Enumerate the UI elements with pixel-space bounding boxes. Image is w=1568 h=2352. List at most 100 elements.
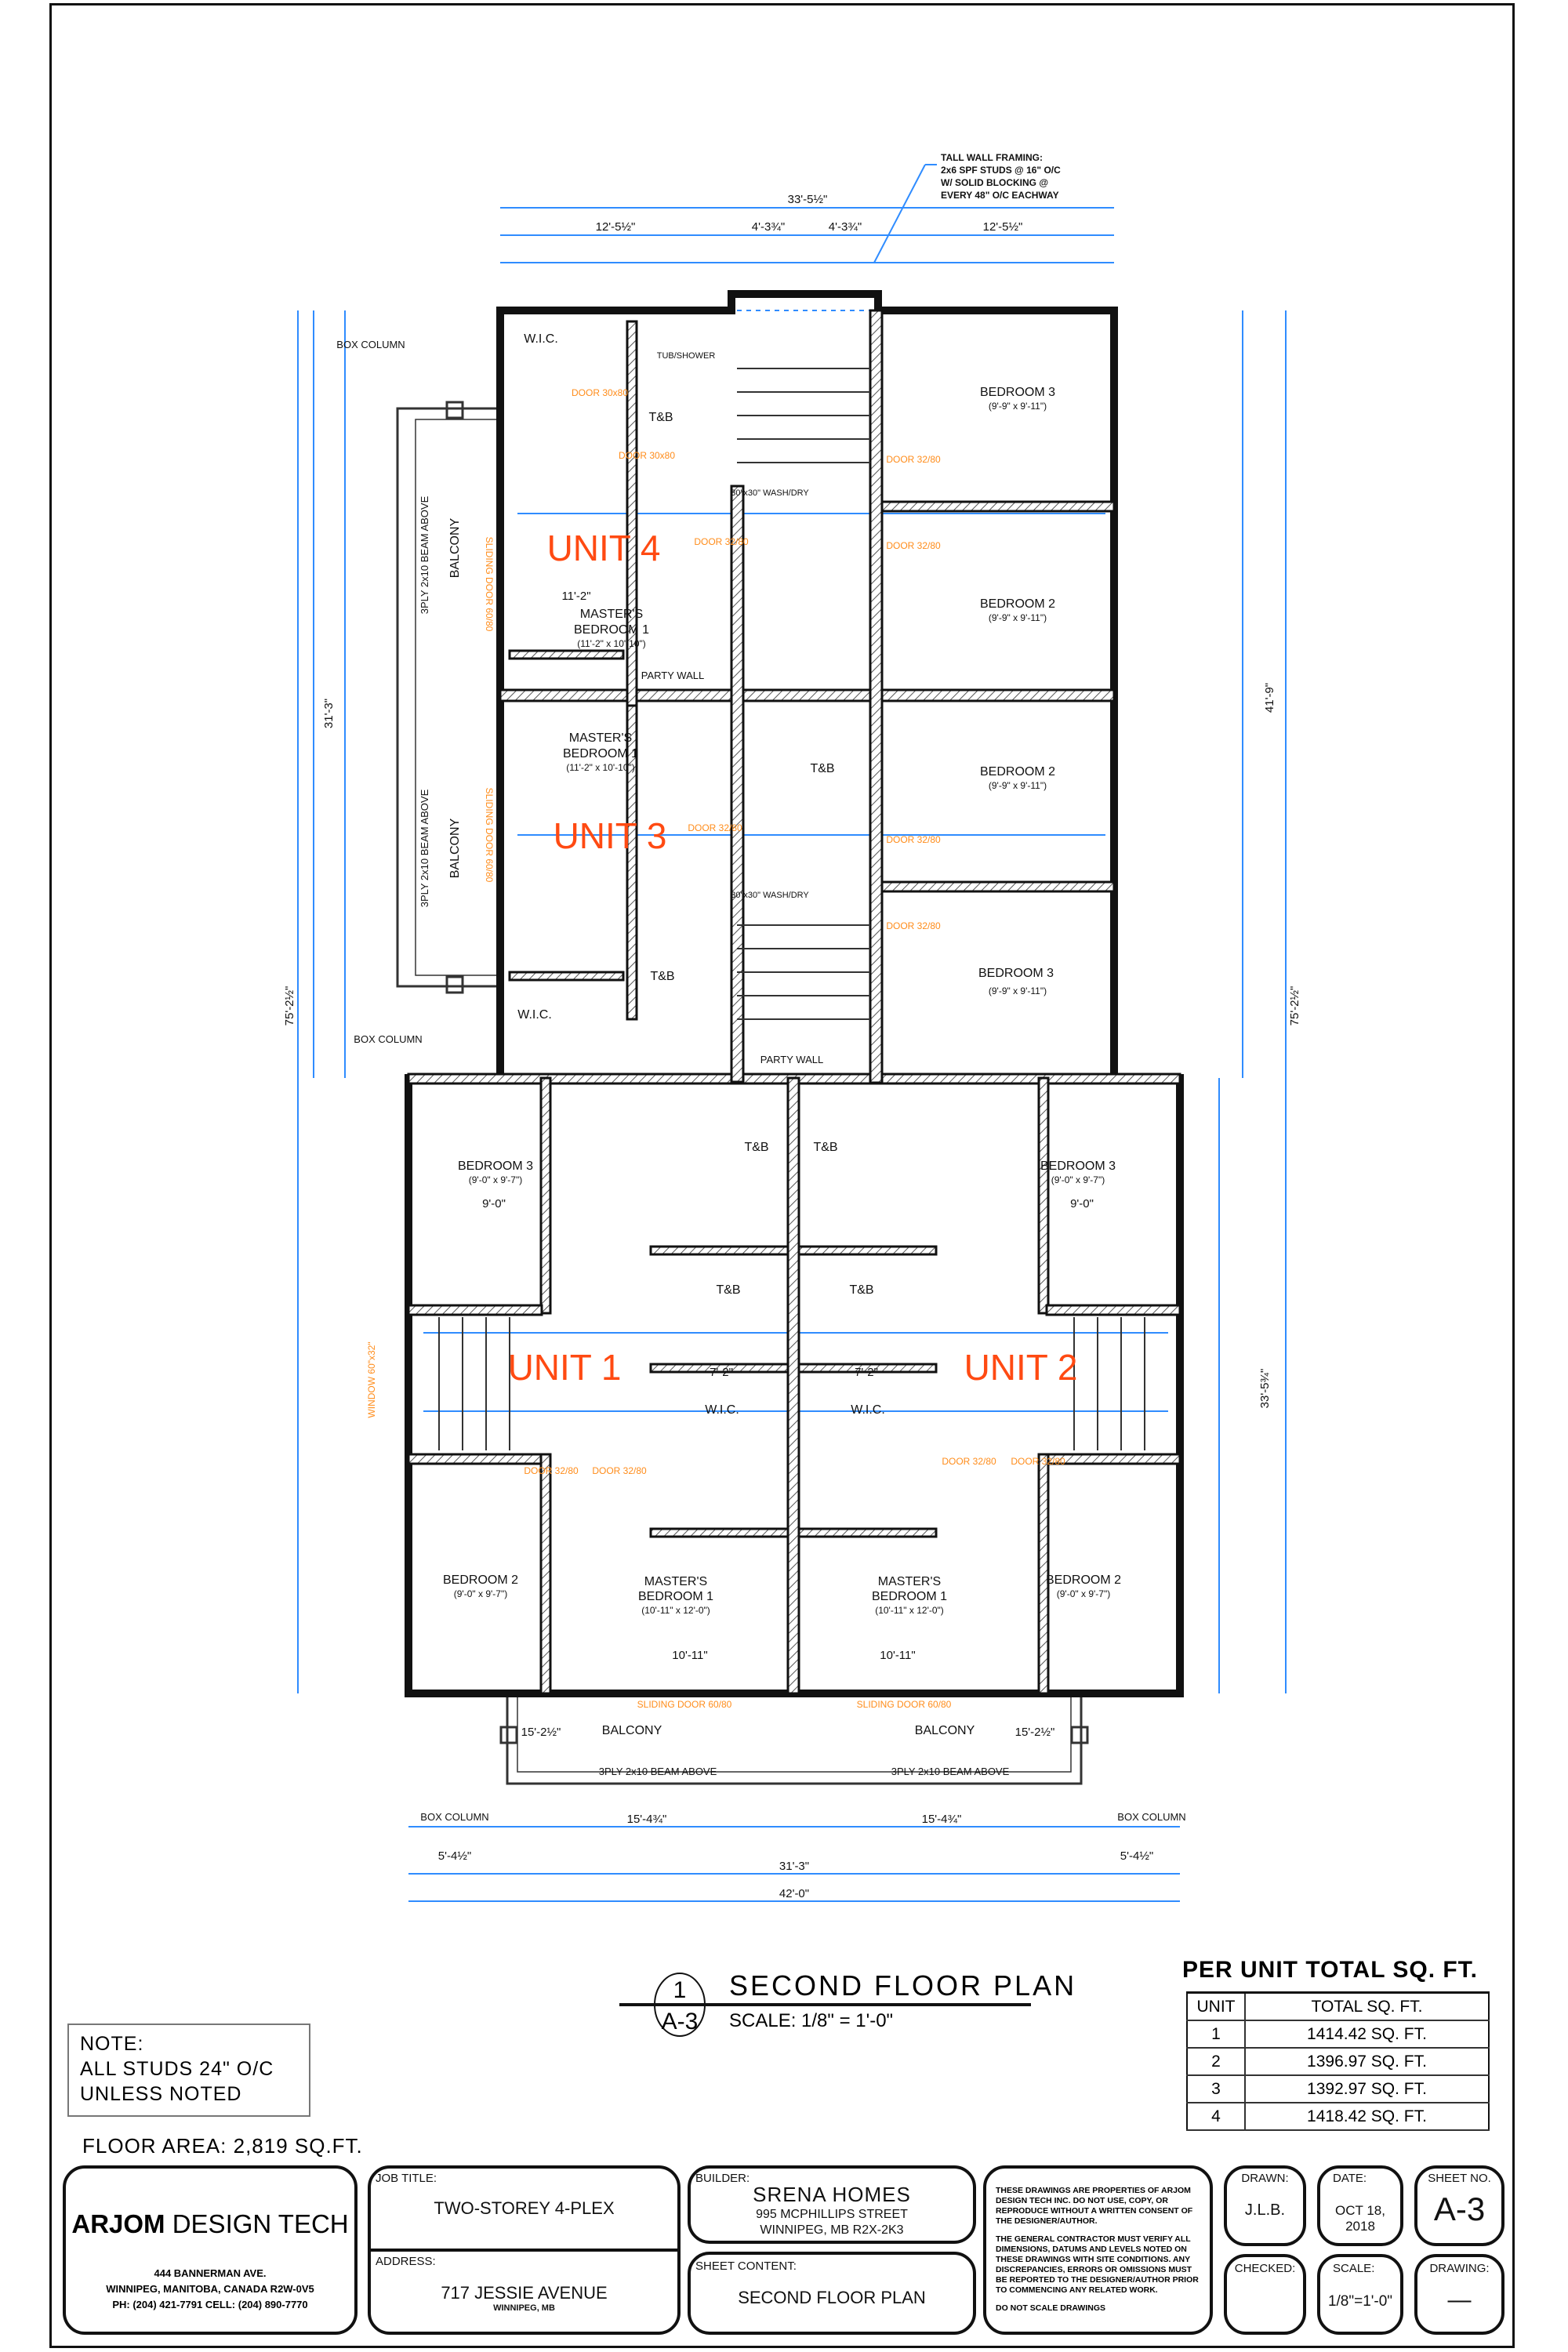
room-label: (9'-0" x 9'-7") [1057, 1588, 1110, 1599]
room-label: T&B [716, 1283, 740, 1297]
dimension-label: 33'-5½" [788, 193, 828, 206]
checked-box: CHECKED: [1224, 2254, 1306, 2335]
window-label: WINDOW 60"x32" [366, 1341, 377, 1417]
door-label: DOOR 32/80 [942, 1456, 996, 1467]
unit-cell: 1 [1187, 2020, 1246, 2049]
dimension-label: 5'-4½" [438, 1849, 471, 1863]
unit-cell: 2 [1187, 2048, 1246, 2076]
plan-number: 1 [673, 1977, 687, 2003]
company-address: 444 BANNERMAN AVE. [154, 2267, 267, 2279]
dimension-label: 15'-4¾" [922, 1813, 962, 1826]
room-label: TUB/SHOWER [657, 351, 716, 361]
disclaimer-text: DO NOT SCALE DRAWINGS [996, 2303, 1106, 2313]
room-label: T&B [813, 1141, 837, 1154]
framing-note: TALL WALL FRAMING: 2x6 SPF STUDS @ 16" O… [941, 152, 1061, 201]
door-label: SLIDING DOOR 60/80 [484, 788, 495, 883]
dimension-label: 15'-2½" [521, 1726, 561, 1739]
plan-title-marker: 1 A-3 SECOND FLOOR PLAN SCALE: 1/8" = 1'… [619, 1969, 1074, 2037]
room-label: (9'-0" x 9'-7") [454, 1588, 507, 1599]
room-label: (9'-0" x 9'-7") [1051, 1174, 1105, 1185]
plan-scale: SCALE: 1/8" = 1'-0" [729, 2010, 893, 2031]
unit-label-4: UNIT 4 [547, 528, 661, 568]
room-label: 3PLY 2x10 BEAM ABOVE [891, 1766, 1010, 1777]
dimension-label: 9'-0" [1070, 1197, 1094, 1210]
room-label: W.I.C. [524, 332, 558, 346]
room-label: 3PLY 2x10 BEAM ABOVE [419, 789, 430, 907]
room-label: (10'-11" x 12'-0") [875, 1605, 944, 1616]
sheet-border [49, 3, 1515, 2348]
column-header: UNIT [1187, 1992, 1246, 2021]
sheet-no-box: SHEET NO. A-3 [1414, 2165, 1504, 2246]
room-label: BOX COLUMN [420, 1811, 488, 1823]
disclaimer-box: THESE DRAWINGS ARE PROPERTIES OF ARJOM D… [983, 2165, 1213, 2335]
room-label: BALCONY [448, 818, 462, 878]
walls [405, 290, 1184, 1697]
room-label: PARTY WALL [760, 1054, 823, 1065]
door-labels: DOOR 30x80 DOOR 30x80 DOOR 32/80 DOOR 32… [366, 387, 1065, 1710]
room-label: BEDROOM 2 [980, 765, 1055, 779]
note-line: UNLESS NOTED [80, 2083, 242, 2105]
dimension-label: 4'-3¾" [829, 220, 862, 234]
door-label: DOOR 30x80 [572, 387, 628, 398]
room-label: T&B [650, 970, 674, 983]
door-label: DOOR 32/80 [886, 920, 941, 931]
dimension-label: 12'-5½" [983, 220, 1023, 234]
room-label: (9'-9" x 9'-11") [989, 401, 1047, 412]
room-label: 3PLY 2x10 BEAM ABOVE [419, 495, 430, 614]
room-label: MASTER'S [580, 608, 643, 621]
company-phone: PH: (204) 421-7791 CELL: (204) 890-7770 [112, 2299, 308, 2310]
room-label: BALCONY [602, 1724, 662, 1737]
builder-label: BUILDER: [695, 2172, 750, 2185]
room-label: BEDROOM 3 [458, 1160, 533, 1173]
sqft-cell: 1414.42 SQ. FT. [1245, 2020, 1489, 2049]
room-label: BEDROOM 2 [1046, 1573, 1121, 1587]
company-logo: ARJOM DESIGN TECH [66, 2209, 354, 2239]
dimension-label: 10'-11" [672, 1649, 707, 1662]
dimension-label: 75'-2½" [1288, 986, 1301, 1026]
dimension-label: 5'-4½" [1120, 1849, 1153, 1863]
address-label: ADDRESS: [376, 2255, 436, 2268]
dimension-label: 75'-2½" [283, 986, 296, 1026]
dimension-label: 15'-4¾" [627, 1813, 667, 1826]
room-label: (11'-2" x 10'-10") [577, 638, 646, 649]
date-label: DATE: [1333, 2172, 1367, 2185]
dimension-labels: 33'-5½" 12'-5½" 12'-5½" 4'-3¾" 4'-3¾" 31… [283, 193, 1301, 1900]
framing-note-line: 2x6 SPF STUDS @ 16" O/C [941, 165, 1061, 176]
door-label: DOOR 32/80 [886, 540, 941, 551]
drawing-value: — [1447, 2287, 1472, 2313]
framing-note-line: W/ SOLID BLOCKING @ [941, 177, 1048, 188]
dimension-label: 12'-5½" [596, 220, 636, 234]
unit-label-3: UNIT 3 [554, 815, 667, 856]
drawing-box: DRAWING: — [1414, 2254, 1504, 2335]
door-label: DOOR 30x80 [619, 450, 675, 461]
room-label: BEDROOM 1 [638, 1590, 713, 1603]
door-label: DOOR 32/80 [694, 536, 749, 547]
builder-box: BUILDER: SRENA HOMES 995 MCPHILLIPS STRE… [688, 2165, 976, 2244]
scale-box: SCALE: 1/8"=1'-0" [1317, 2254, 1403, 2335]
unit-cell: 4 [1187, 2103, 1246, 2131]
door-label: DOOR 32/80 [688, 822, 742, 833]
dimension-label: 41'-9" [1263, 683, 1276, 713]
company-name-bold: ARJOM [71, 2209, 165, 2238]
room-label: W.I.C. [705, 1403, 739, 1417]
sheet-no-label: SHEET NO. [1428, 2172, 1491, 2185]
floor-area: FLOOR AREA: 2,819 SQ.FT. [82, 2134, 363, 2158]
sheet-content-box: SHEET CONTENT: SECOND FLOOR PLAN [688, 2252, 976, 2335]
disclaimer-text: THE GENERAL CONTRACTOR MUST VERIFY ALL D… [996, 2234, 1199, 2295]
address: 717 JESSIE AVENUE [441, 2283, 608, 2303]
room-label: BOX COLUMN [354, 1033, 422, 1045]
note-line: ALL STUDS 24" O/C [80, 2058, 274, 2080]
company-box: ARJOM DESIGN TECH 444 BANNERMAN AVE. WIN… [63, 2165, 358, 2335]
room-label: BEDROOM 1 [872, 1590, 947, 1603]
door-label: SLIDING DOOR 60/80 [484, 537, 495, 632]
unit-label-2: UNIT 2 [964, 1347, 1078, 1388]
company-name-rest: DESIGN TECH [165, 2209, 349, 2238]
drawn-value: J.L.B. [1244, 2201, 1286, 2219]
room-label: BOX COLUMN [1117, 1811, 1185, 1823]
job-title: TWO-STOREY 4-PLEX [434, 2198, 615, 2218]
scale-value: 1/8"=1'-0" [1327, 2293, 1393, 2310]
sqft-cell: 1418.42 SQ. FT. [1245, 2103, 1489, 2131]
